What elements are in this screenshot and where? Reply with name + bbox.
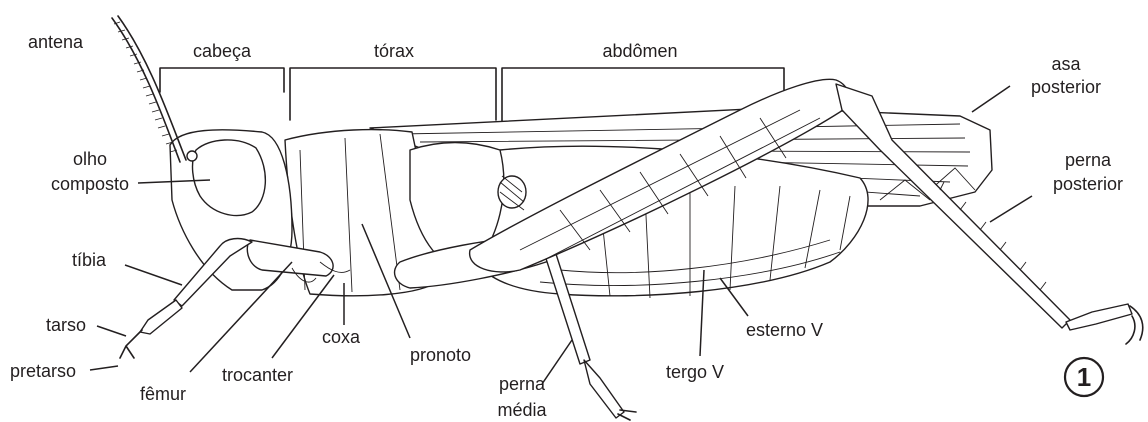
ocellus xyxy=(187,151,197,161)
region-label-head: cabeça xyxy=(193,41,252,61)
leader-tibia xyxy=(125,265,182,285)
hind-tibia-spines xyxy=(940,182,1046,290)
label-hind-wing-line2: posterior xyxy=(1031,77,1101,97)
thorax-bracket xyxy=(290,68,496,120)
hind-tarsus xyxy=(1066,304,1132,330)
leader-hind-leg xyxy=(990,196,1032,222)
label-antenna: antena xyxy=(28,32,84,52)
label-middle-leg-line2: média xyxy=(497,400,547,420)
middle-tarsus xyxy=(584,360,624,418)
label-pronotum: pronoto xyxy=(410,345,471,365)
label-femur: fêmur xyxy=(140,384,186,404)
label-hind-wing-line1: asa xyxy=(1051,54,1081,74)
label-middle-leg-line1: perna xyxy=(499,374,546,394)
front-pretarsus xyxy=(120,330,142,358)
label-tibia: tíbia xyxy=(72,250,107,270)
label-trochanter: trocanter xyxy=(222,365,293,385)
leader-tarsus xyxy=(97,326,126,336)
label-coxa: coxa xyxy=(322,327,361,347)
leader-pretarsus xyxy=(90,366,118,370)
label-hind-leg-line2: posterior xyxy=(1053,174,1123,194)
region-label-thorax: tórax xyxy=(374,41,414,61)
head-bracket xyxy=(160,68,284,92)
label-compound-eye-line2: composto xyxy=(51,174,129,194)
leader-middle-leg xyxy=(542,340,572,384)
leader-hind-wing xyxy=(972,86,1010,112)
label-pretarsus: pretarso xyxy=(10,361,76,381)
label-tarsus: tarso xyxy=(46,315,86,335)
label-hind-leg-line1: perna xyxy=(1065,150,1112,170)
front-tarsus xyxy=(140,300,182,334)
label-sternite: esterno V xyxy=(746,320,823,340)
label-compound-eye-line1: olho xyxy=(73,149,107,169)
label-tergite: tergo V xyxy=(666,362,724,382)
antenna-segments xyxy=(114,22,177,152)
region-label-abdomen: abdômen xyxy=(602,41,677,61)
figure-number: 1 xyxy=(1077,362,1091,392)
